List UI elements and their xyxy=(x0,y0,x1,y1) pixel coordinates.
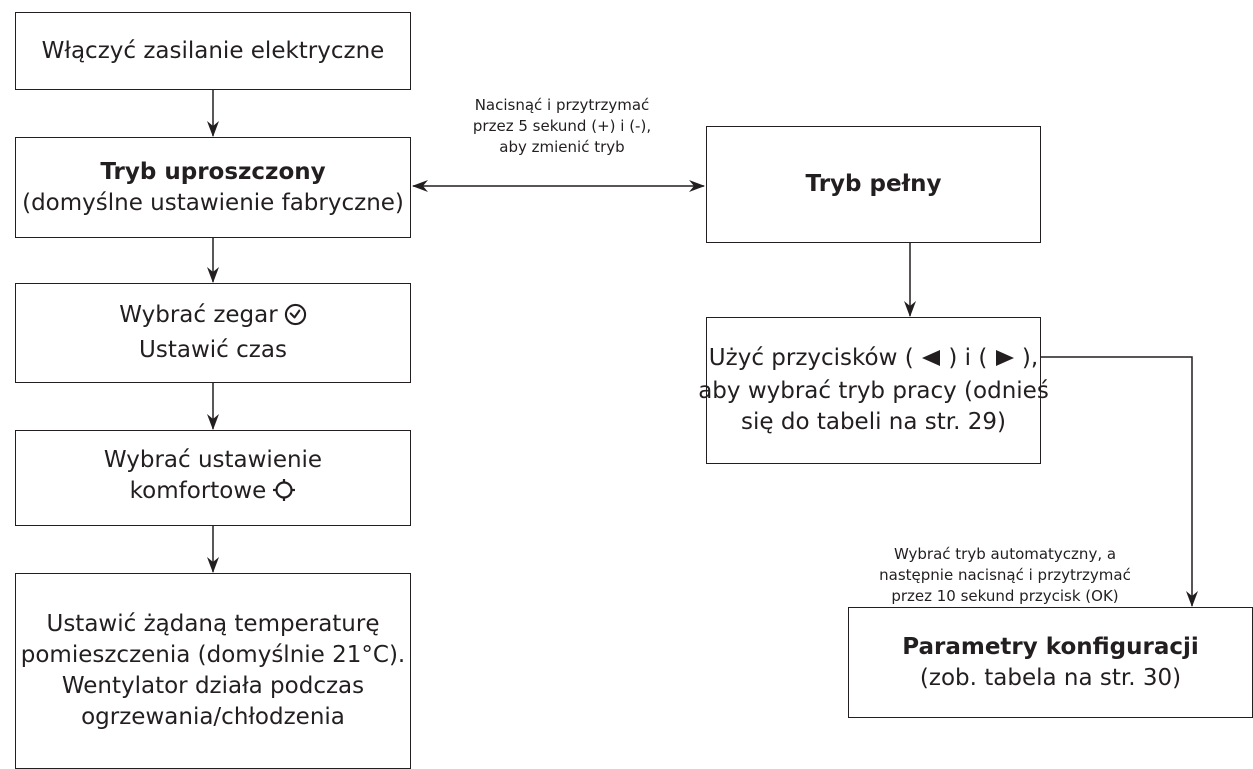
full-mode-title: Tryb pełny xyxy=(805,171,942,197)
comfort-setting-box: Wybrać ustawienie komfortowe xyxy=(15,430,411,526)
auto-mode-note-line2: następnie nacisnąć i przytrzymać xyxy=(879,566,1131,584)
mode-switch-note: Nacisnąć i przytrzymać przez 5 sekund (+… xyxy=(413,95,711,158)
use-buttons-text-after: ), xyxy=(1021,345,1039,371)
use-buttons-text-middle: ) i ( xyxy=(948,345,988,371)
sun-icon xyxy=(272,478,296,511)
set-temperature-line4: ogrzewania/chłodzenia xyxy=(81,704,345,730)
auto-mode-note: Wybrać tryb automatyczny, a następnie na… xyxy=(862,544,1148,607)
arrow-buttons-to-config xyxy=(1041,356,1198,607)
left-triangle-icon xyxy=(921,345,941,376)
config-params-box: Parametry konfiguracji (zob. tabela na s… xyxy=(848,607,1253,718)
use-buttons-line2: aby wybrać tryb pracy (odnieś xyxy=(698,378,1049,404)
use-buttons-text-before: Użyć przycisków ( xyxy=(708,345,914,371)
simple-mode-box: Tryb uproszczony (domyślne ustawienie fa… xyxy=(15,137,411,238)
auto-mode-note-line3: przez 10 sekund przycisk (OK) xyxy=(891,587,1119,605)
set-temperature-box: Ustawić żądaną temperaturę pomieszczenia… xyxy=(15,573,411,769)
use-buttons-line1: Użyć przycisków ( ) i ( ), xyxy=(709,343,1038,376)
auto-mode-note-line1: Wybrać tryb automatyczny, a xyxy=(893,545,1117,563)
config-params-title: Parametry konfiguracji xyxy=(902,633,1199,660)
use-buttons-line3: się do tabeli na str. 29) xyxy=(741,409,1006,435)
set-temperature-line3: Wentylator działa podczas xyxy=(61,673,365,699)
mode-switch-note-line2: przez 5 sekund (+) i (-), xyxy=(472,117,652,135)
comfort-setting-line2-wrap: komfortowe xyxy=(130,476,297,511)
set-temperature-line1: Ustawić żądaną temperaturę xyxy=(46,611,380,637)
right-triangle-icon xyxy=(995,345,1015,376)
power-on-text: Włączyć zasilanie elektryczne xyxy=(41,37,385,64)
select-clock-box: Wybrać zegar Ustawić czas xyxy=(15,283,411,383)
simple-mode-subtitle: (domyślne ustawienie fabryczne) xyxy=(22,189,404,216)
mode-switch-note-line3: aby zmienić tryb xyxy=(499,138,625,156)
set-temperature-line2: pomieszczenia (domyślnie 21°C). xyxy=(20,642,406,668)
set-time-text: Ustawić czas xyxy=(139,337,287,363)
select-clock-line: Wybrać zegar xyxy=(119,300,306,335)
select-clock-text: Wybrać zegar xyxy=(119,302,278,328)
power-on-box: Włączyć zasilanie elektryczne xyxy=(15,12,411,90)
clock-icon xyxy=(284,303,307,335)
use-buttons-box: Użyć przycisków ( ) i ( ), aby wybrać tr… xyxy=(698,317,1049,464)
mode-switch-note-line1: Nacisnąć i przytrzymać xyxy=(474,96,650,114)
comfort-setting-line2: komfortowe xyxy=(129,478,267,504)
simple-mode-title: Tryb uproszczony xyxy=(100,158,326,185)
full-mode-box: Tryb pełny xyxy=(706,126,1041,243)
comfort-setting-line1: Wybrać ustawienie xyxy=(103,447,323,473)
config-params-subtitle: (zob. tabela na str. 30) xyxy=(919,664,1182,691)
